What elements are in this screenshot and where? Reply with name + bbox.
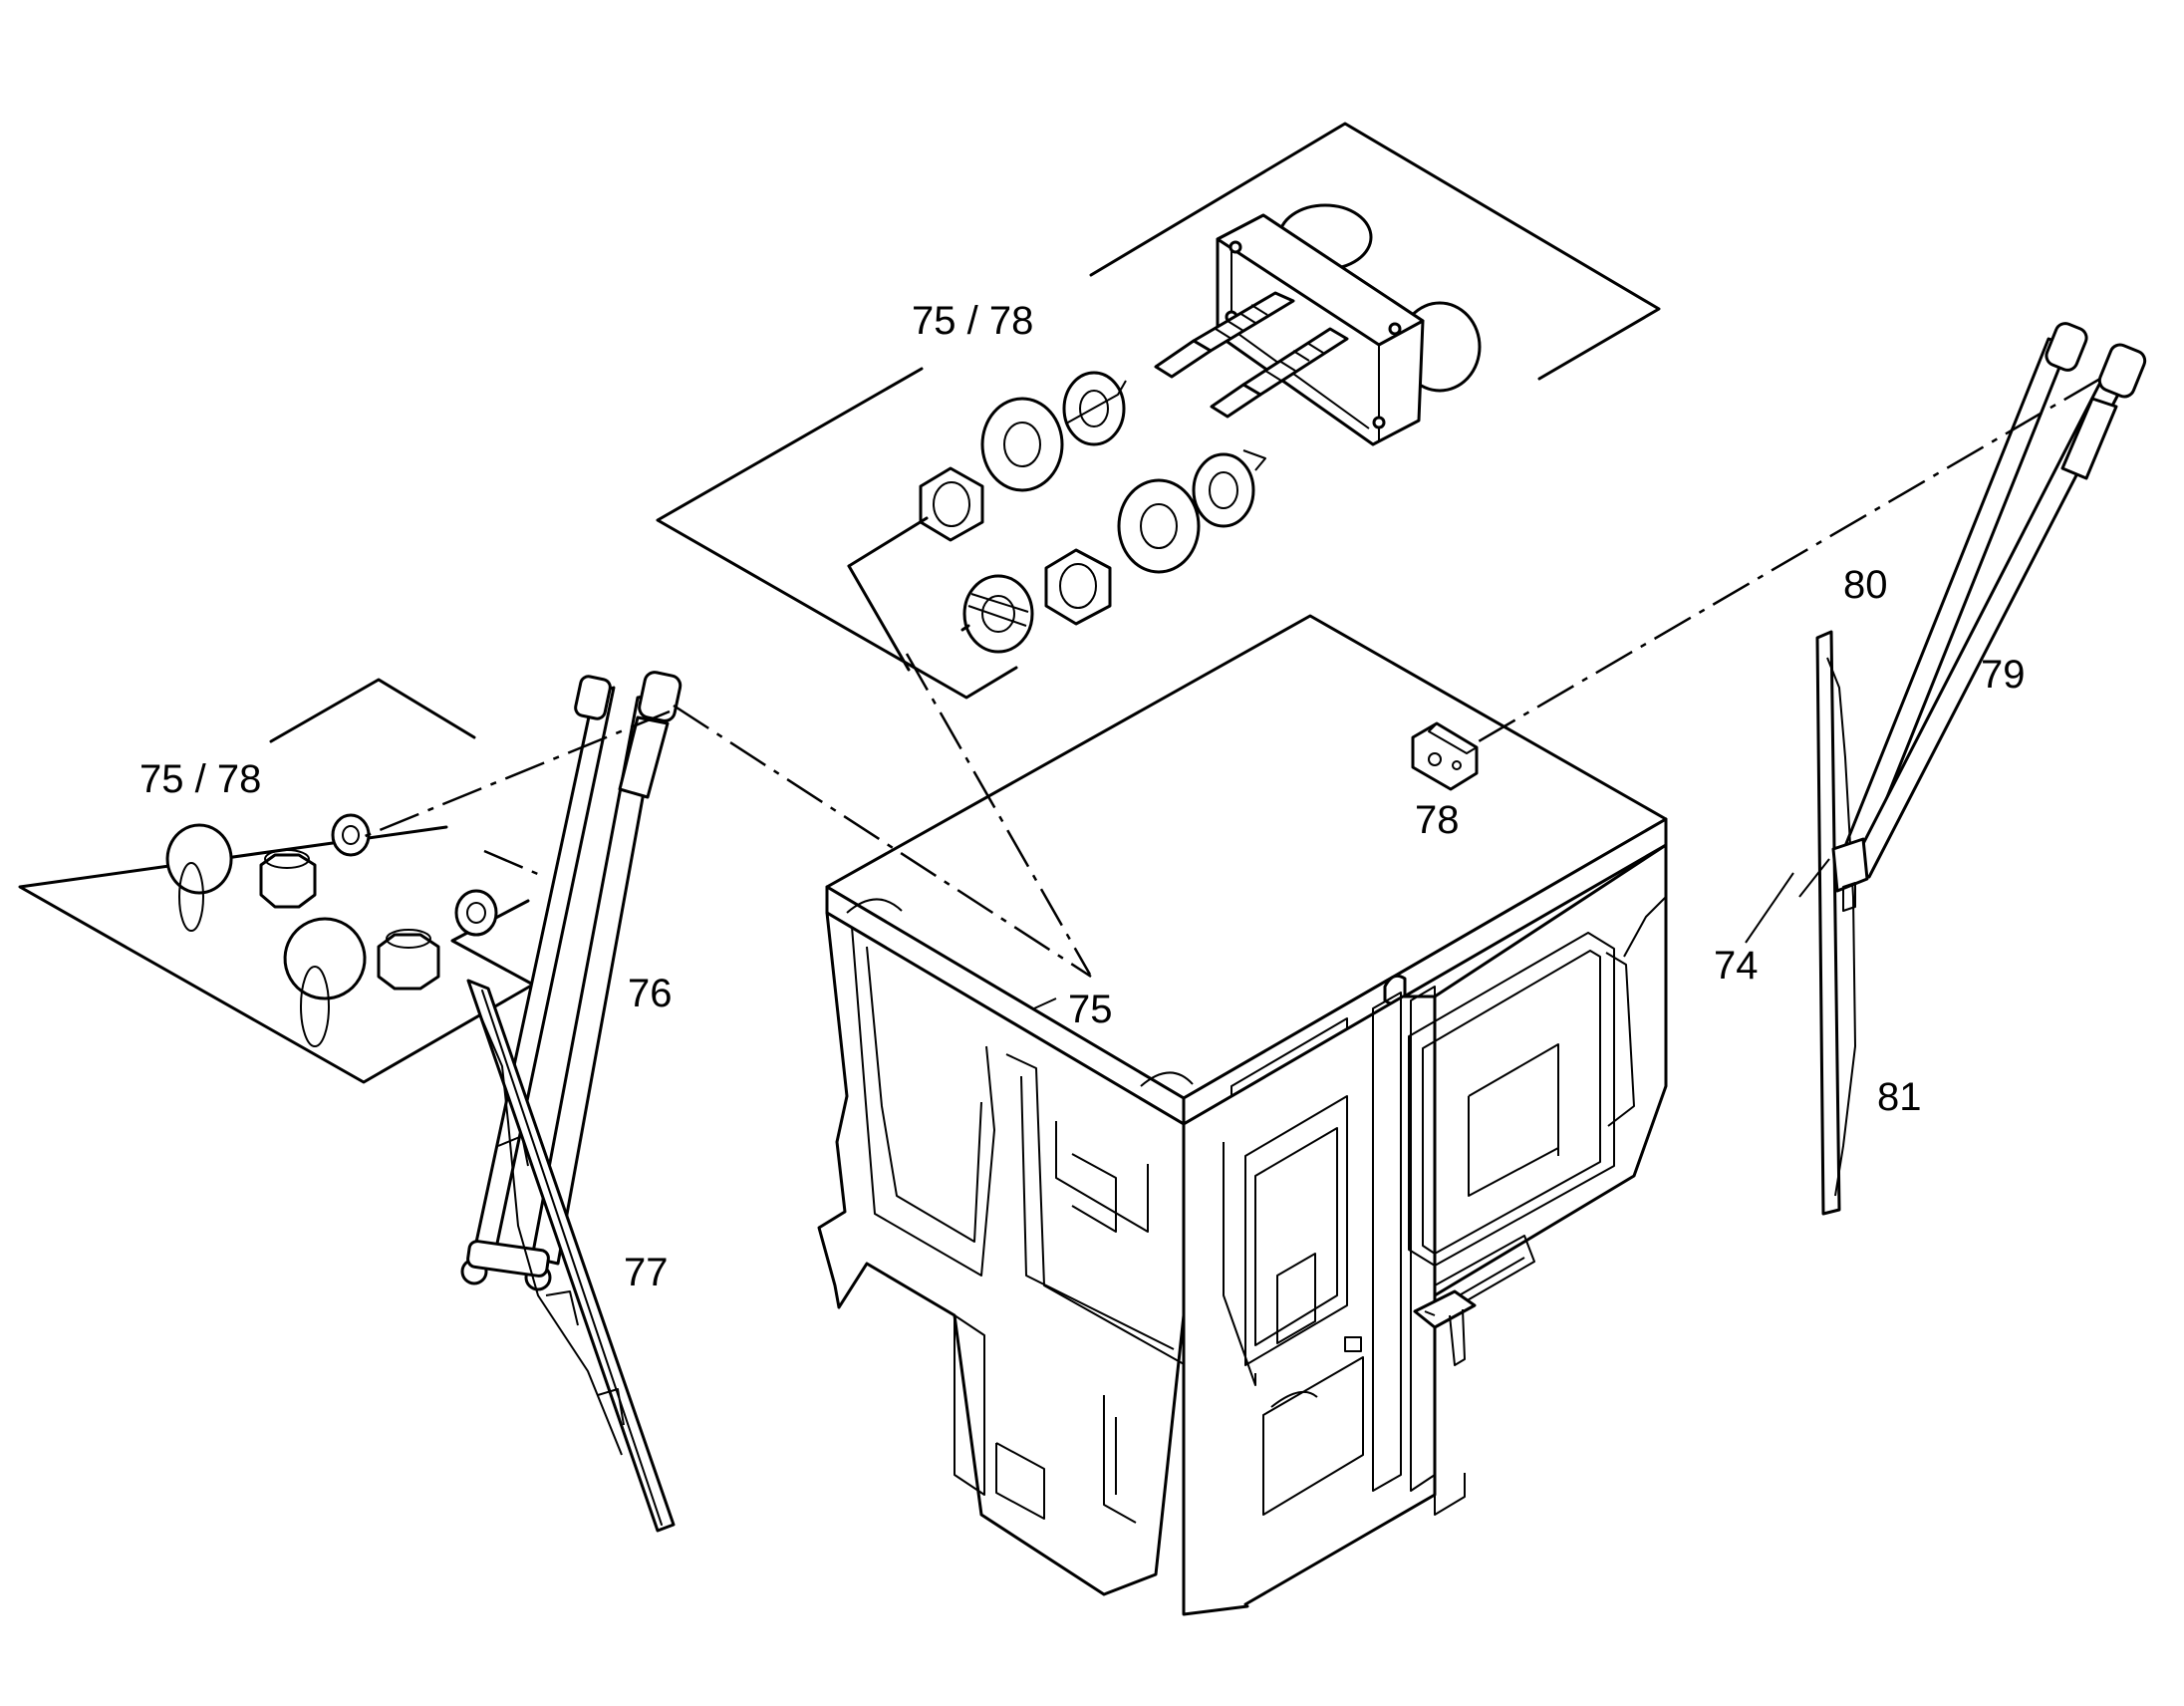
callout-75-78-left: 75 / 78 — [139, 757, 261, 801]
right-wiper-arm — [1841, 322, 2147, 879]
callout-79: 79 — [1981, 653, 2026, 697]
callout-75: 75 — [1068, 988, 1113, 1031]
left-small-parts — [165, 813, 498, 1047]
upper-washer-stack — [919, 371, 1127, 542]
left-detail-bracket — [18, 678, 535, 1084]
top-detail-bracket — [656, 122, 1661, 700]
callout-74: 74 — [1714, 944, 1759, 988]
wiper-motor — [1216, 203, 1482, 446]
callout-81: 81 — [1877, 1075, 1922, 1119]
callout-76: 76 — [628, 972, 673, 1015]
roof-wiper-bracket — [1411, 721, 1479, 791]
callout-77: 77 — [624, 1251, 669, 1294]
motor-spindle-upper — [1154, 291, 1295, 379]
assembly-centre-lines — [362, 377, 2101, 979]
cab — [817, 614, 1668, 1616]
callout-80: 80 — [1843, 563, 1888, 607]
left-wiper-blade — [466, 979, 676, 1533]
left-wiper-arm — [460, 671, 682, 1291]
right-wiper-blade — [1798, 630, 1869, 1216]
lower-washer-stack — [847, 449, 1266, 672]
callout-78: 78 — [1415, 798, 1460, 842]
motor-spindle-lower — [1210, 327, 1349, 419]
callout-labels: 75 / 78 75 / 78 74 75 76 77 78 79 80 81 — [139, 299, 2026, 1294]
leader-lines — [1033, 872, 1794, 1009]
callout-75-78-top: 75 / 78 — [912, 299, 1033, 343]
